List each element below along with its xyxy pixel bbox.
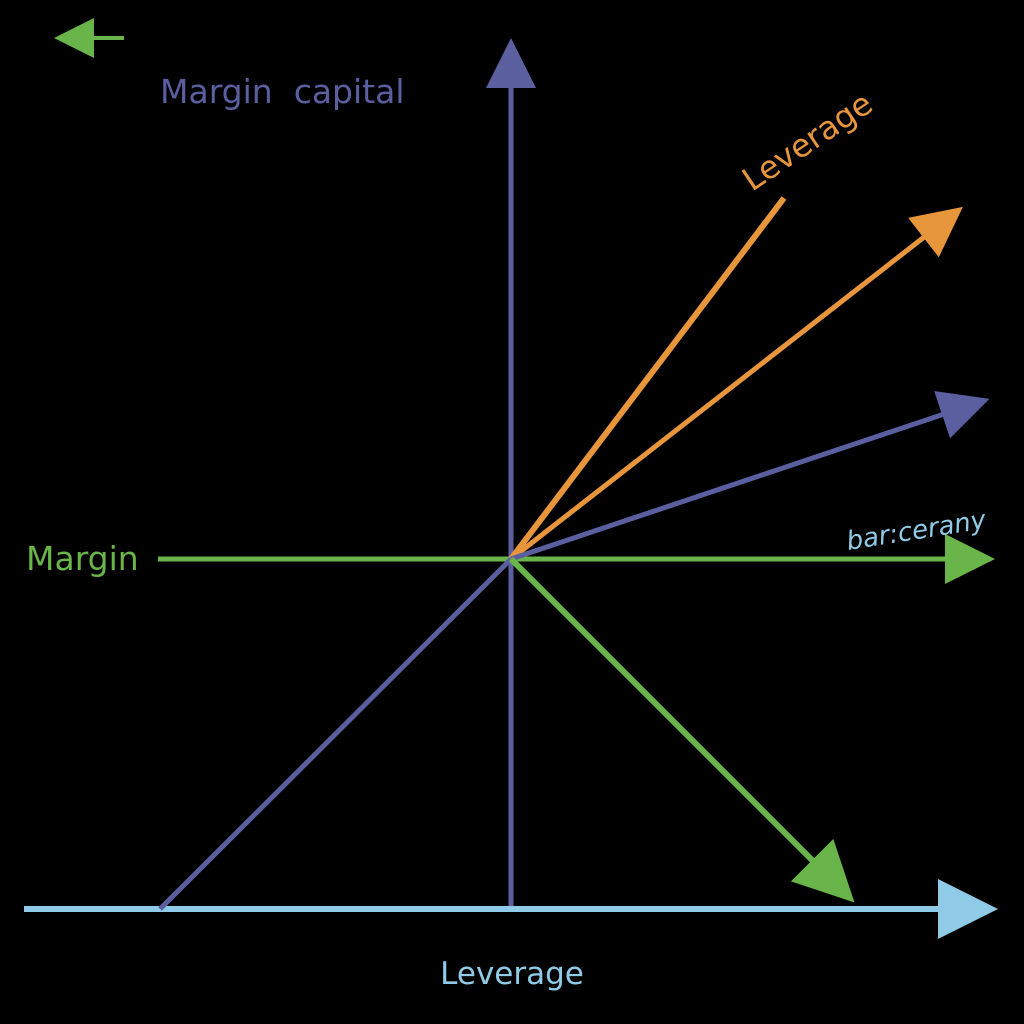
bottom-leverage-label: Leverage [440, 956, 584, 992]
margin-label: Margin [26, 539, 139, 578]
cyan-garbled-label: bar:cerany [844, 505, 988, 557]
orange-arrow [509, 206, 963, 561]
purple-lower-left-line [158, 557, 513, 911]
margin-capital-label: Margin capital [160, 72, 405, 111]
purple-diagonal-arrow [510, 390, 990, 562]
orange-leverage-label: Leverage [735, 84, 879, 198]
orange-leverage-line [508, 196, 787, 561]
green-lower-right-arrow [508, 556, 855, 903]
